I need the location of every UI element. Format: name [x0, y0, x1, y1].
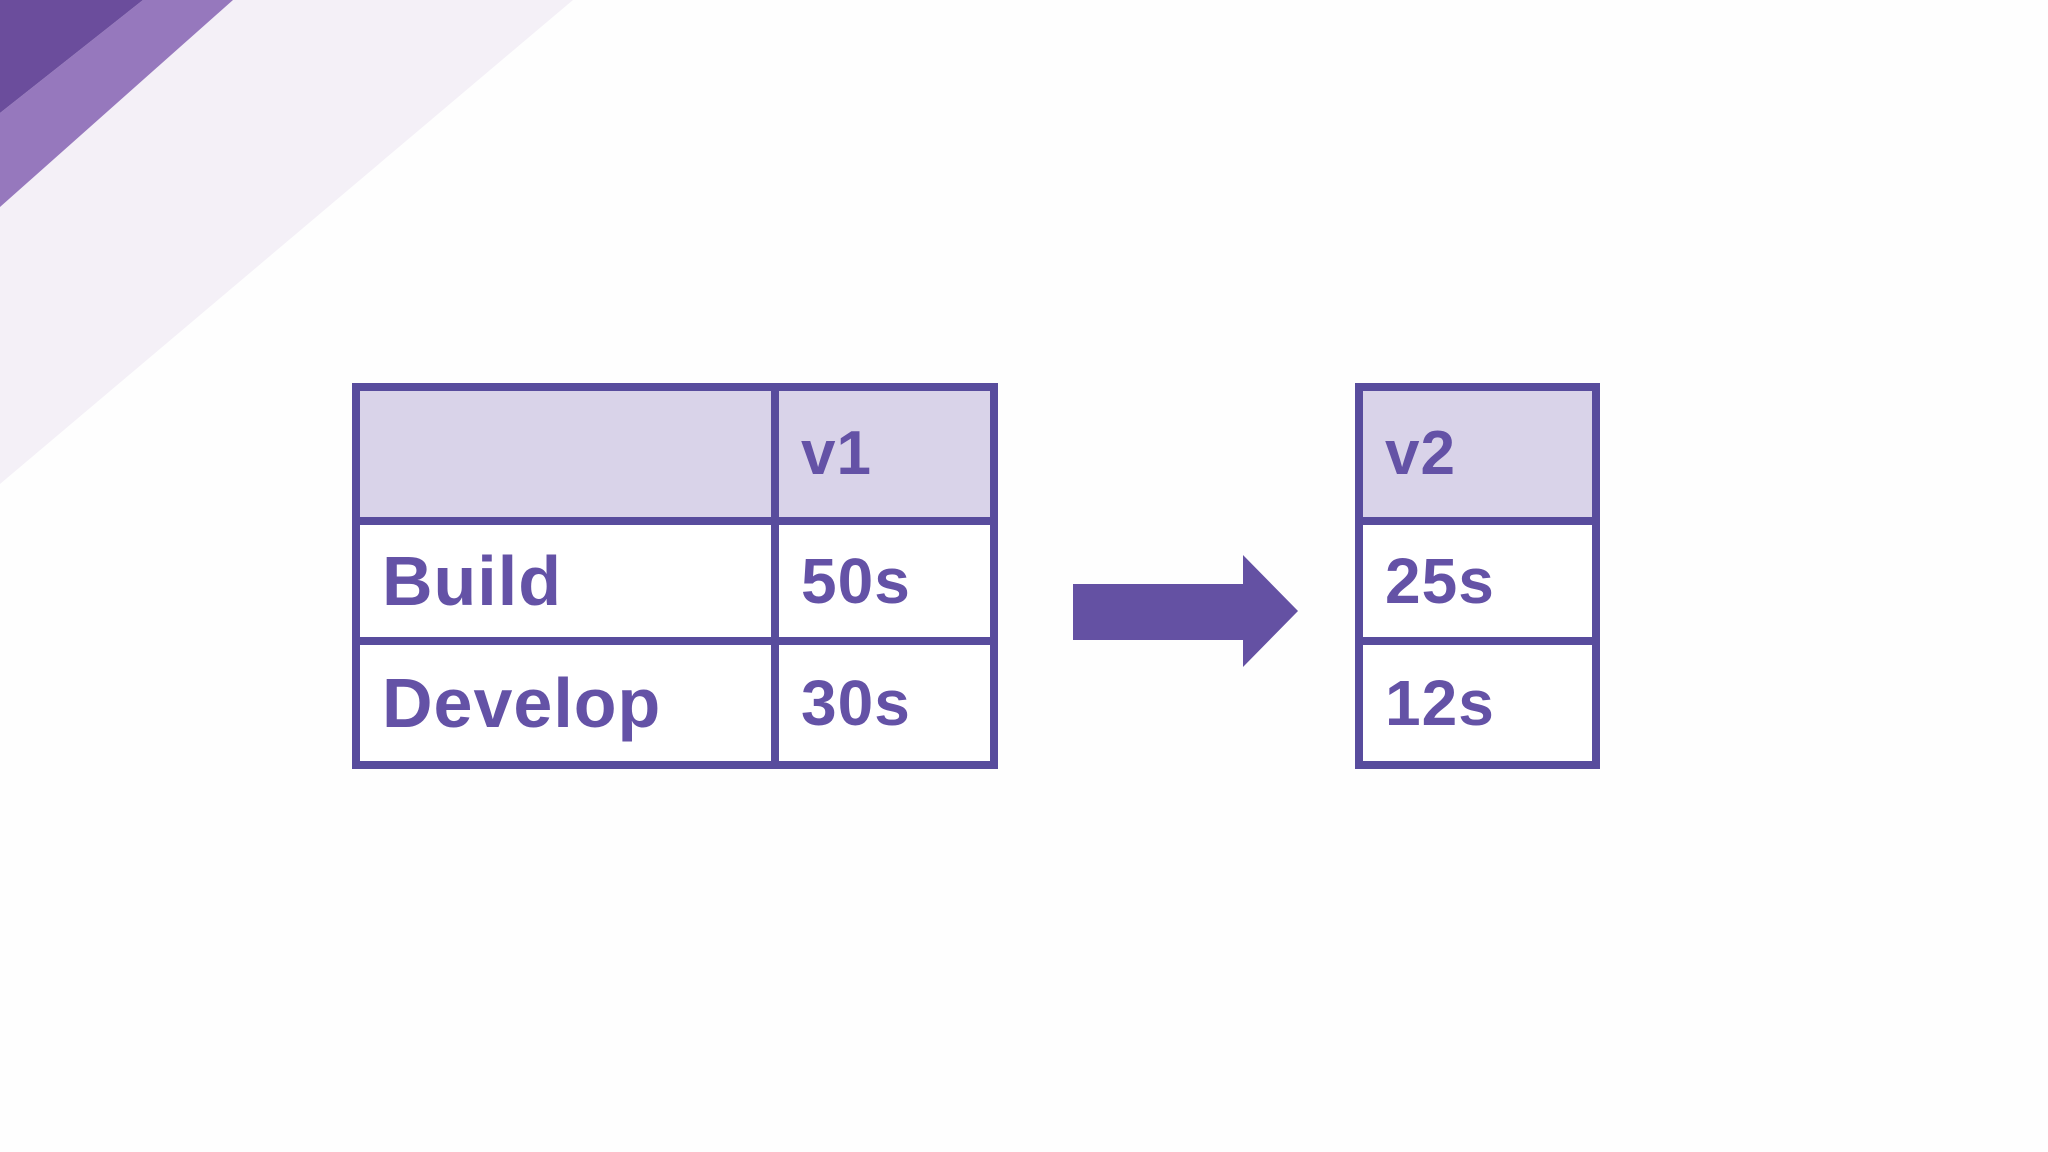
build-v2-value-cell: 25s — [1363, 525, 1592, 645]
build-row-label-cell: Build — [360, 525, 779, 645]
corner-stripe-medium — [0, 0, 233, 207]
corner-stripes-decoration — [0, 0, 573, 484]
v1-column-header-cell: v1 — [779, 391, 990, 525]
build-v1-value-cell: 50s — [779, 525, 990, 645]
build-row-label: Build — [382, 542, 562, 620]
build-v2-value: 25s — [1385, 545, 1495, 617]
v1-column-header-label: v1 — [801, 419, 872, 488]
v2-column-header-label: v2 — [1385, 419, 1456, 488]
develop-v2-value: 12s — [1385, 667, 1495, 739]
develop-v1-value: 30s — [801, 667, 911, 739]
v2-table: v2 25s 12s — [1355, 383, 1600, 769]
develop-row-label-cell: Develop — [360, 645, 779, 761]
corner-stripe-light — [0, 0, 573, 484]
corner-stripe-dark — [0, 0, 143, 113]
right-arrow-icon — [1073, 555, 1298, 667]
v1-table-corner-cell — [360, 391, 779, 525]
right-arrow-shape — [1073, 555, 1298, 667]
develop-row-label: Develop — [382, 664, 662, 742]
build-v1-value: 50s — [801, 545, 911, 617]
develop-v2-value-cell: 12s — [1363, 645, 1592, 761]
v2-column-header-cell: v2 — [1363, 391, 1592, 525]
v1-table: v1 Build 50s Develop 30s — [352, 383, 998, 769]
develop-v1-value-cell: 30s — [779, 645, 990, 761]
